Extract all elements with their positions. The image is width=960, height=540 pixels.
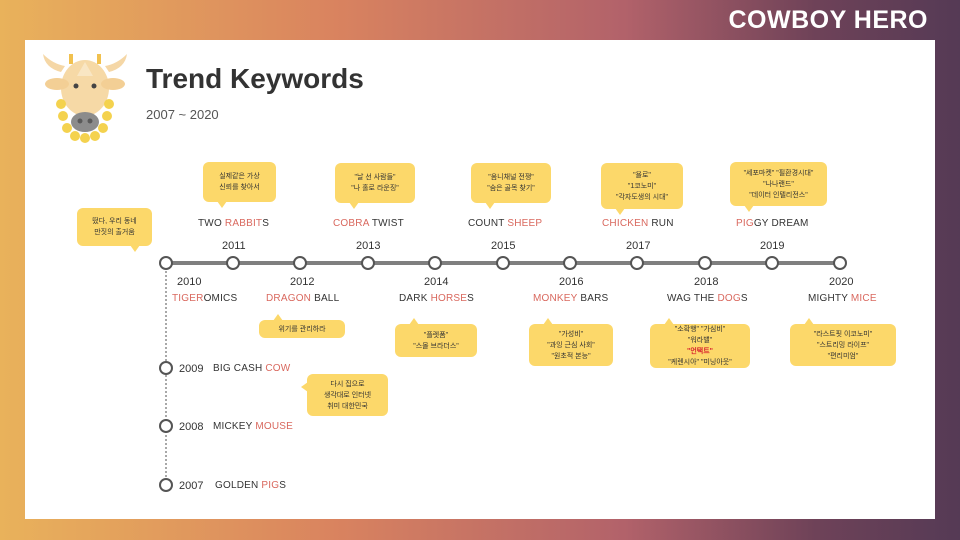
timeline-node-2016 — [563, 256, 577, 270]
slide-card: Trend Keywords 2007 ~ 2020 2010 TIGEROMI… — [25, 40, 935, 519]
past-keyword-2008: MICKEY MOUSE — [213, 421, 294, 432]
bubble-2018: "소확행" "가심비" "워라밸" "언택트" "케렌시아" "미닝아웃" — [650, 318, 750, 368]
timeline-node-2020 — [833, 256, 847, 270]
timeline-year-2012: 2012 — [290, 276, 315, 288]
past-year-2009: 2009 — [179, 363, 204, 375]
bubble-2012: 위기를 관리하라 — [259, 314, 345, 338]
past-timeline-axis — [165, 271, 167, 485]
timeline-keyword-2010: TIGEROMICS — [172, 293, 238, 304]
timeline-year-2014: 2014 — [424, 276, 449, 288]
timeline-node-2014 — [428, 256, 442, 270]
timeline-year-2020: 2020 — [829, 276, 854, 288]
timeline-keyword-2012: DRAGON BALL — [266, 293, 340, 304]
timeline-node-2011 — [226, 256, 240, 270]
bubble-2015: "옴니채널 전쟁""숨은 골목 찾기" — [471, 163, 551, 209]
timeline-year-2016: 2016 — [559, 276, 584, 288]
timeline-year-2018: 2018 — [694, 276, 719, 288]
timeline-year-2011: 2011 — [222, 240, 246, 252]
timeline-year-2013: 2013 — [356, 240, 381, 252]
past-node-2009 — [159, 361, 173, 375]
bubble-2016: "가성비""과잉 근심 사회""원초적 본능" — [529, 318, 613, 366]
past-year-2008: 2008 — [179, 421, 204, 433]
past-node-2007 — [159, 478, 173, 492]
past-node-2008 — [159, 419, 173, 433]
timeline-year-2017: 2017 — [626, 240, 651, 252]
bubble-2013: "날 선 사람들""나 홀로 라운징" — [335, 163, 415, 209]
timeline-keyword-2017: CHICKEN RUN — [602, 218, 674, 229]
timeline-node-2013 — [361, 256, 375, 270]
timeline-keyword-2020: MIGHTY MICE — [808, 293, 877, 304]
bubble-2017: "욜로""1코노미""각자도생의 시대" — [601, 163, 683, 215]
timeline-node-2015 — [496, 256, 510, 270]
timeline-node-2017 — [630, 256, 644, 270]
past-keyword-2007: GOLDEN PIGS — [215, 480, 287, 491]
timeline-keyword-2013: COBRA TWIST — [333, 218, 404, 229]
brand-title: COWBOY HERO — [728, 6, 928, 34]
past-year-2007: 2007 — [179, 480, 204, 492]
page-title: Trend Keywords — [146, 63, 364, 94]
timeline-keyword-2011: TWO RABBITS — [198, 218, 270, 229]
timeline-keyword-2014: DARK HORSES — [399, 293, 474, 304]
bubble-2014: "플렛폼""스몰 브라더스" — [395, 318, 477, 357]
timeline-year-2019: 2019 — [760, 240, 785, 252]
page-subtitle: 2007 ~ 2020 — [146, 107, 219, 122]
bubble-2019: "세포마켓" "필환경시대""나나랜드""데이터 인텔리전스" — [730, 162, 827, 212]
bubble-2020: "라스트핏 이코노미""스트리밍 라이프""편리미엄" — [790, 318, 896, 366]
timeline-keyword-2016: MONKEY BARS — [533, 293, 609, 304]
timeline-node-2010 — [159, 256, 173, 270]
timeline-node-2019 — [765, 256, 779, 270]
bull-logo-icon — [43, 54, 127, 143]
timeline-keyword-2019: PIGGY DREAM — [736, 218, 809, 229]
timeline-year-2015: 2015 — [491, 240, 516, 252]
timeline-year-2010: 2010 — [177, 276, 202, 288]
timeline-keyword-2018: WAG THE DOGS — [667, 293, 748, 304]
timeline-node-2012 — [293, 256, 307, 270]
timeline-keyword-2015: COUNT SHEEP — [468, 218, 543, 229]
past-keyword-2009: BIG CASH COW — [213, 363, 291, 374]
timeline-node-2018 — [698, 256, 712, 270]
